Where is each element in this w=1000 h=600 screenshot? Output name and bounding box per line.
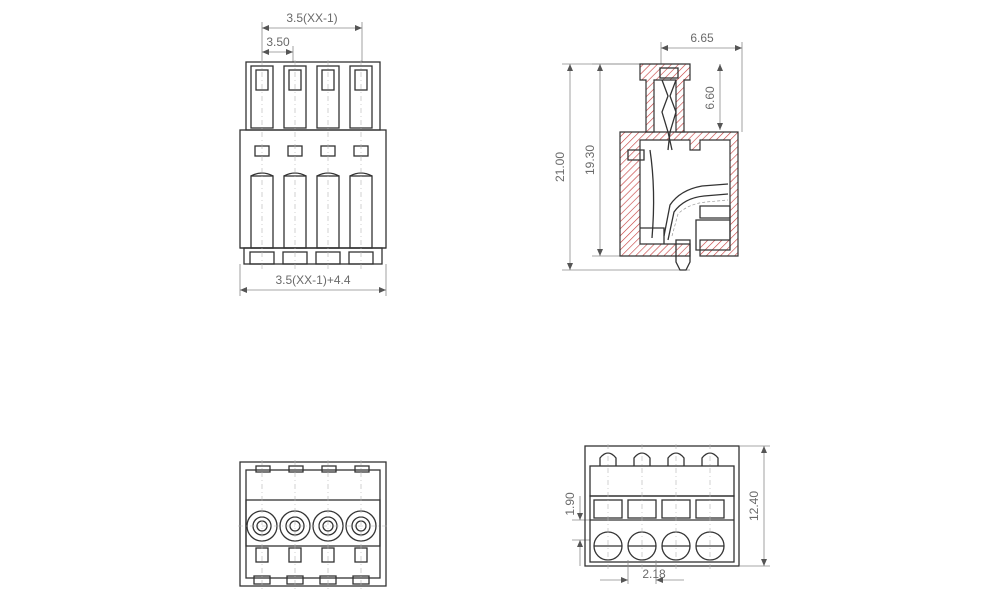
side-section-view: 6.65 6.60 21.00 19.30 [553, 31, 743, 271]
dim-pitch: 3.50 [266, 35, 290, 49]
dim-side-offset: 6.60 [703, 86, 717, 110]
bottom-view-poles [593, 452, 725, 561]
dim-bottom-small-height: 1.90 [563, 492, 577, 516]
dim-top-pitch-formula: 3.5(XX-1) [286, 11, 337, 25]
top-view [238, 460, 388, 590]
front-poles [249, 65, 374, 265]
bottom-view: 12.40 1.90 [563, 444, 770, 584]
dim-bottom-hole: 2.18 [642, 567, 666, 581]
dim-bottom-height: 12.40 [747, 491, 761, 521]
dim-side-depth: 6.65 [690, 31, 714, 45]
dim-side-height-body: 19.30 [583, 145, 597, 175]
top-view-poles [246, 465, 377, 585]
dim-overall-width: 3.5(XX-1)+4.4 [275, 273, 350, 287]
front-view: 3.5(XX-1) 3.50 [239, 11, 387, 296]
dim-side-height-total: 21.00 [553, 152, 567, 182]
